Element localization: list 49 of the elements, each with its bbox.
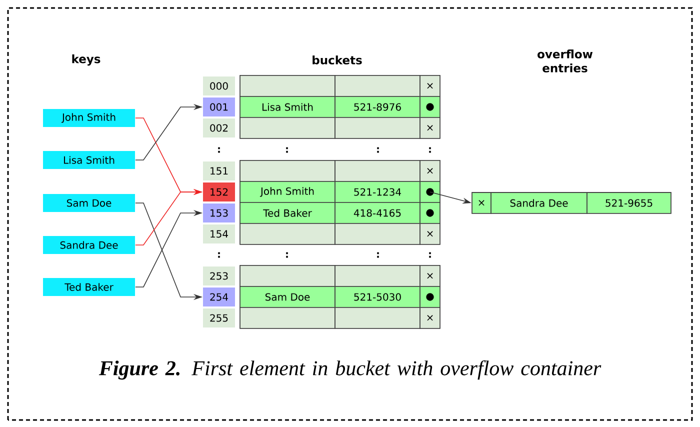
table-cell <box>240 265 336 287</box>
pointer-cell: × <box>472 192 492 214</box>
table-cell: John Smith <box>240 181 336 203</box>
ellipsis-mark: : <box>218 147 220 153</box>
heading: keys <box>72 54 100 66</box>
table-cell: Lisa Smith <box>240 96 336 118</box>
table-cell <box>240 307 336 329</box>
ellipsis-mark: : <box>429 147 431 153</box>
pointer-cell: × <box>420 307 440 329</box>
bucket-index-cell: 002 <box>203 118 235 138</box>
pointer-cell: ● <box>420 202 440 224</box>
table-cell <box>240 223 336 245</box>
pointer-cell: ● <box>420 96 440 118</box>
key-box: John Smith <box>43 108 135 127</box>
bucket-index-cell: 152 <box>203 182 235 202</box>
ellipsis-mark: : <box>377 252 379 258</box>
pointer-cell: ● <box>420 286 440 308</box>
bucket-index-cell: 000 <box>203 76 235 96</box>
heading: overflow entries <box>538 50 593 72</box>
table-cell <box>240 160 336 182</box>
bucket-index-cell: 001 <box>203 97 235 116</box>
bucket-index-cell: 253 <box>203 266 235 286</box>
bucket-index-cell: 151 <box>203 161 235 180</box>
table-cell <box>240 117 336 139</box>
key-box: Ted Baker <box>43 278 135 296</box>
table-cell: 521-9655 <box>586 192 672 214</box>
key-box: Lisa Smith <box>43 150 135 169</box>
pointer-cell: ● <box>420 181 440 203</box>
bucket-index-cell: 154 <box>203 224 235 244</box>
ellipsis-mark: : <box>377 147 379 153</box>
ellipsis-mark: : <box>286 252 288 258</box>
ellipsis-mark: : <box>286 147 288 153</box>
table-cell: Ted Baker <box>240 202 336 224</box>
ellipsis-mark: : <box>218 252 220 258</box>
table-cell: Sam Doe <box>240 286 336 308</box>
bucket-index-cell: 255 <box>203 308 235 328</box>
table-cell <box>240 75 336 97</box>
key-box: Sam Doe <box>43 194 135 212</box>
pointer-cell: × <box>420 117 440 139</box>
caption: Figure 2. First element in bucket with overflow container <box>98 360 602 380</box>
pointer-cell: × <box>420 160 440 182</box>
pointer-cell: × <box>420 223 440 245</box>
pointer-cell: × <box>420 75 440 97</box>
key-box: Sandra Dee <box>43 236 135 254</box>
bucket-index-cell: 153 <box>203 203 235 222</box>
bucket-index-cell: 254 <box>203 287 235 306</box>
pointer-cell: × <box>420 265 440 287</box>
ellipsis-mark: : <box>429 252 431 258</box>
heading: buckets <box>312 56 362 64</box>
